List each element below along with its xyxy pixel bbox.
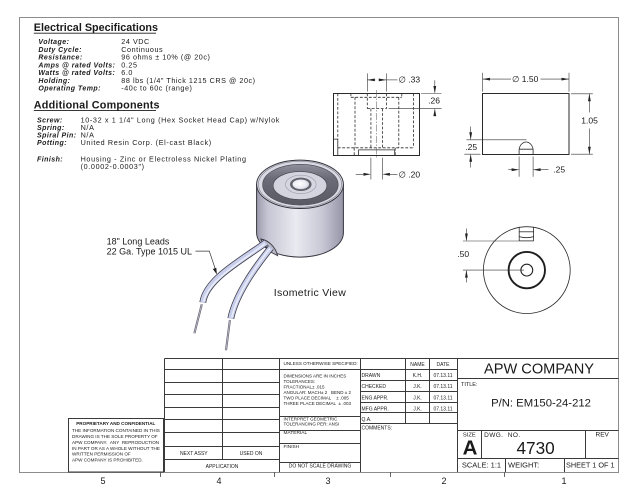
- svg-text:SIZE: SIZE: [463, 433, 476, 439]
- svg-text:DATE: DATE: [437, 362, 451, 368]
- svg-text:J.K.: J.K.: [413, 395, 422, 401]
- svg-text:Amps @ rated Volts:: Amps @ rated Volts:: [37, 63, 115, 70]
- svg-text:INTERPRET GEOMETRIC: INTERPRET GEOMETRIC: [284, 416, 339, 421]
- svg-text:∅ .33: ∅ .33: [399, 75, 421, 85]
- svg-text:Continuous: Continuous: [121, 45, 163, 54]
- svg-text:NAME: NAME: [410, 362, 425, 368]
- svg-text:(0.0002-0.0003"): (0.0002-0.0003"): [81, 162, 145, 171]
- svg-text:18" Long Leads: 18" Long Leads: [107, 237, 170, 247]
- svg-text:DWG. NO.: DWG. NO.: [484, 432, 520, 439]
- svg-text:Watts @ rated Volts:: Watts @ rated Volts:: [38, 70, 115, 77]
- svg-text:∅ .20: ∅ .20: [399, 169, 421, 179]
- svg-text:6.0: 6.0: [121, 68, 133, 77]
- svg-text:A: A: [463, 436, 478, 459]
- svg-text:COMMENTS:: COMMENTS:: [362, 425, 393, 431]
- svg-text:N/A: N/A: [81, 131, 95, 140]
- svg-text:TWO PLACE DECIMAL ± .005: TWO PLACE DECIMAL ± .005: [284, 395, 350, 400]
- svg-text:MATERIAL: MATERIAL: [284, 430, 308, 436]
- svg-text:CHECKED: CHECKED: [362, 384, 387, 390]
- svg-text:IN PART OR AS A WHOLE WITHOUT: IN PART OR AS A WHOLE WITHOUT THE: [72, 446, 160, 451]
- svg-text:DIMENSIONS ARE IN INCHES: DIMENSIONS ARE IN INCHES: [284, 373, 347, 378]
- svg-text:REV: REV: [596, 432, 610, 439]
- svg-text:Potting:: Potting:: [37, 140, 67, 147]
- svg-text:SHEET 1 OF 1: SHEET 1 OF 1: [566, 460, 615, 469]
- svg-text:J.K.: J.K.: [413, 384, 422, 390]
- svg-text:APPLICATION: APPLICATION: [206, 464, 239, 470]
- svg-text:.50: .50: [457, 249, 469, 259]
- svg-text:4730: 4730: [516, 438, 554, 458]
- svg-text:Electrical Specifications: Electrical Specifications: [34, 22, 158, 34]
- svg-text:DRAWN: DRAWN: [362, 373, 381, 379]
- svg-text:TOLERANCES:: TOLERANCES:: [284, 379, 316, 384]
- svg-text:4: 4: [216, 476, 221, 486]
- svg-text:NEXT ASSY: NEXT ASSY: [180, 451, 208, 457]
- svg-text:0.25: 0.25: [121, 61, 137, 70]
- svg-text:Finish:: Finish:: [37, 156, 63, 163]
- svg-text:N/A: N/A: [81, 123, 95, 132]
- svg-text:.26: .26: [428, 96, 440, 106]
- svg-text:Spiral Pin:: Spiral Pin:: [37, 133, 77, 140]
- svg-text:07.13.11: 07.13.11: [433, 384, 452, 390]
- svg-text:United Resin Corp. (El-cast Bl: United Resin Corp. (El-cast Black): [81, 138, 212, 147]
- svg-text:DRAWING IS THE SOLE PROPERTY O: DRAWING IS THE SOLE PROPERTY OF: [72, 434, 158, 439]
- svg-text:APW COMPANY. ANY REPRODUCTIO: APW COMPANY. ANY REPRODUCTION: [72, 440, 159, 445]
- svg-text:22 Ga. Type 1015 UL: 22 Ga. Type 1015 UL: [107, 247, 192, 257]
- svg-text:07.13.11: 07.13.11: [433, 373, 452, 379]
- svg-text:Voltage:: Voltage:: [38, 39, 69, 46]
- svg-text:Additional Components: Additional Components: [34, 99, 160, 111]
- svg-text:Isometric View: Isometric View: [274, 287, 346, 299]
- svg-text:APW COMPANY: APW COMPANY: [484, 362, 594, 378]
- svg-text:ANGULAR: MACH± 2 BEND ± 2: ANGULAR: MACH± 2 BEND ± 2: [284, 390, 352, 395]
- svg-text:K.H.: K.H.: [413, 373, 423, 379]
- svg-text:∅ 1.50: ∅ 1.50: [512, 74, 539, 84]
- svg-text:FINISH: FINISH: [284, 444, 300, 450]
- svg-text:07.13.11: 07.13.11: [433, 395, 452, 401]
- svg-text:Duty Cycle:: Duty Cycle:: [38, 47, 81, 54]
- svg-text:1.05: 1.05: [581, 115, 598, 125]
- svg-text:USED ON: USED ON: [240, 451, 263, 457]
- svg-text:DO NOT SCALE DRAWING: DO NOT SCALE DRAWING: [289, 464, 352, 470]
- svg-text:10-32 x 1 1/4" Long (Hex Socke: 10-32 x 1 1/4" Long (Hex Socket Head Cap…: [81, 115, 280, 124]
- svg-text:-40c to 60c (range): -40c to 60c (range): [121, 84, 192, 93]
- svg-text:J.K.: J.K.: [413, 406, 422, 412]
- svg-text:.25: .25: [553, 165, 565, 175]
- svg-text:PROPRIETARY AND CONFIDENTIAL: PROPRIETARY AND CONFIDENTIAL: [76, 421, 155, 426]
- svg-text:Q.A.: Q.A.: [362, 417, 372, 423]
- svg-text:Resistance:: Resistance:: [38, 55, 82, 62]
- svg-text:APW COMPANY IS PROHIBITED.: APW COMPANY IS PROHIBITED.: [72, 458, 143, 463]
- svg-text:ENG APPR.: ENG APPR.: [362, 395, 389, 401]
- svg-text:MFG APPR.: MFG APPR.: [362, 406, 389, 412]
- svg-text:FRACTIONAL± .015: FRACTIONAL± .015: [284, 384, 325, 389]
- svg-text:07.13.11: 07.13.11: [433, 406, 452, 412]
- svg-text:WRITTEN PERMISSION OF: WRITTEN PERMISSION OF: [72, 452, 131, 457]
- svg-text:Holding:: Holding:: [38, 78, 70, 85]
- svg-text:88 lbs (1/4" Thick 1215 CRS @: 88 lbs (1/4" Thick 1215 CRS @ 20c): [121, 76, 255, 85]
- svg-text:2: 2: [441, 476, 446, 486]
- svg-text:TITLE:: TITLE:: [461, 382, 478, 388]
- svg-text:Operating Temp:: Operating Temp:: [38, 86, 101, 93]
- svg-text:UNLESS OTHERWISE SPECIFIED:: UNLESS OTHERWISE SPECIFIED:: [284, 361, 358, 366]
- svg-text:THREE PLACE DECIMAL ± .003: THREE PLACE DECIMAL ± .003: [284, 401, 352, 406]
- svg-text:P/N: EM150-24-212: P/N: EM150-24-212: [491, 398, 591, 410]
- svg-text:Spring:: Spring:: [37, 125, 65, 132]
- svg-text:WEIGHT:: WEIGHT:: [508, 460, 539, 469]
- svg-text:1: 1: [561, 476, 566, 486]
- svg-text:SCALE: 1:1: SCALE: 1:1: [462, 460, 501, 469]
- svg-text:5: 5: [100, 476, 105, 486]
- svg-text:TOLERANCING PER: ANSI: TOLERANCING PER: ANSI: [284, 422, 340, 427]
- svg-text:3: 3: [325, 476, 330, 486]
- svg-text:24 VDC: 24 VDC: [121, 37, 149, 46]
- svg-text:Screw:: Screw:: [37, 117, 63, 124]
- svg-text:THE INFORMATION CONTAINED IN T: THE INFORMATION CONTAINED IN THIS: [72, 428, 160, 433]
- svg-text:Housing - Zinc or Electroless: Housing - Zinc or Electroless Nickel Pla…: [81, 154, 247, 163]
- svg-text:.25: .25: [465, 142, 477, 152]
- svg-text:96 ohms ± 10% (@ 20c): 96 ohms ± 10% (@ 20c): [121, 53, 210, 62]
